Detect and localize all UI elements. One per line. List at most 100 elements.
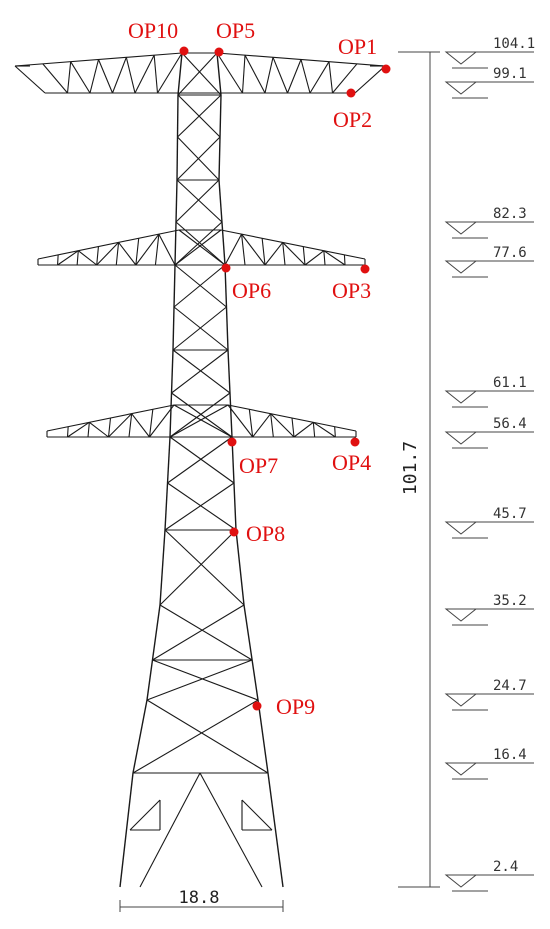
top-arm-web bbox=[332, 63, 358, 94]
crossarm-web bbox=[343, 254, 346, 266]
body-brace bbox=[175, 221, 226, 266]
observation-point-label: OP5 bbox=[216, 18, 255, 43]
base-brace bbox=[129, 799, 161, 831]
observation-point-label: OP9 bbox=[276, 694, 315, 719]
body-brace bbox=[146, 659, 253, 701]
body-brace bbox=[176, 136, 221, 181]
observation-point-label: OP8 bbox=[246, 521, 285, 546]
body-brace bbox=[174, 264, 227, 308]
crossarm-core-brace bbox=[178, 229, 226, 266]
elevation-label: 24.7 bbox=[493, 678, 527, 694]
top-arm-web bbox=[300, 59, 311, 94]
body-brace bbox=[174, 221, 223, 266]
body-brace bbox=[169, 392, 231, 438]
crossarm-web bbox=[248, 409, 254, 438]
body-brace bbox=[177, 94, 222, 138]
elevation-label: 16.4 bbox=[493, 747, 527, 763]
body-brace bbox=[175, 179, 220, 223]
crossarm-web bbox=[264, 242, 284, 266]
body-brace bbox=[164, 482, 235, 531]
observation-point-label: OP6 bbox=[232, 278, 271, 303]
observation-point-marker bbox=[360, 264, 370, 274]
crossarm-web bbox=[96, 242, 119, 266]
tower-leg-left bbox=[132, 699, 148, 774]
top-arm-tip bbox=[354, 65, 386, 94]
observation-point-marker bbox=[346, 88, 356, 98]
observation-point-label: OP3 bbox=[332, 278, 371, 303]
top-arm-web bbox=[153, 55, 159, 94]
crossarm-web bbox=[115, 242, 120, 266]
observation-point-marker bbox=[227, 437, 237, 447]
body-brace bbox=[177, 52, 218, 96]
tower-leg-right bbox=[257, 699, 269, 774]
tower-leg-right bbox=[235, 529, 245, 606]
crossarm-web bbox=[158, 233, 176, 266]
crossarm-web bbox=[270, 413, 295, 438]
crossarm-web bbox=[270, 413, 274, 438]
crossarm-web bbox=[88, 421, 109, 438]
crossarm-web bbox=[67, 421, 90, 438]
elevation-label: 104.1 bbox=[493, 36, 535, 52]
elevation-marker-triangle bbox=[444, 608, 478, 622]
body-brace bbox=[171, 349, 229, 394]
body-brace bbox=[176, 179, 223, 223]
crossarm-web bbox=[57, 254, 59, 266]
body-brace bbox=[167, 482, 237, 531]
observation-point-marker bbox=[214, 47, 224, 57]
crossarm-core-brace bbox=[169, 404, 229, 438]
crossarm-web bbox=[108, 413, 133, 438]
elevation-scale: 104.199.182.377.661.156.445.735.224.716.… bbox=[119, 36, 535, 912]
elevation-marker-triangle bbox=[444, 221, 478, 235]
elevation-label: 35.2 bbox=[493, 593, 527, 609]
crossarm-web bbox=[66, 426, 69, 438]
body-brace bbox=[146, 699, 269, 774]
body-brace bbox=[132, 699, 259, 774]
body-brace bbox=[181, 52, 222, 96]
tower-leg-left bbox=[119, 772, 134, 888]
top-arm-web bbox=[125, 57, 136, 94]
crossarm-web bbox=[323, 250, 326, 266]
crossarm-web bbox=[304, 250, 325, 266]
observation-point-label: OP7 bbox=[239, 453, 278, 478]
crossarm-web bbox=[241, 233, 266, 266]
crossarm-web bbox=[128, 413, 133, 438]
crossarm-core-brace bbox=[173, 404, 233, 438]
crossarm-core-brace bbox=[174, 229, 222, 266]
body-brace bbox=[172, 306, 227, 351]
crossarm-web bbox=[87, 422, 90, 438]
body-brace bbox=[167, 436, 233, 484]
elevation-marker-triangle bbox=[444, 521, 478, 535]
crossarm-web bbox=[118, 242, 137, 266]
top-arm-web bbox=[42, 63, 68, 94]
top-arm-web bbox=[97, 59, 114, 94]
top-arm-web bbox=[70, 61, 91, 94]
elevation-marker-triangle bbox=[444, 260, 478, 274]
crossarm-web bbox=[154, 234, 160, 266]
elevation-marker-triangle bbox=[444, 874, 478, 888]
base-diagonal bbox=[199, 772, 263, 888]
top-arm-web bbox=[264, 57, 274, 94]
crossarm-web bbox=[77, 250, 98, 266]
observation-point-marker bbox=[381, 64, 391, 74]
tower-leg-right bbox=[243, 604, 259, 701]
elevation-marker-triangle bbox=[444, 51, 478, 65]
crossarm-web bbox=[323, 250, 346, 266]
crossarm-web bbox=[76, 250, 79, 266]
observation-point-marker bbox=[221, 263, 231, 273]
tower-leg-left bbox=[177, 52, 183, 96]
elevation-marker-triangle bbox=[444, 762, 478, 776]
elevation-label: 56.4 bbox=[493, 416, 527, 432]
top-arm-web bbox=[66, 61, 72, 94]
body-brace bbox=[172, 349, 231, 394]
tower-leg-left bbox=[159, 529, 166, 606]
elevation-label: 77.6 bbox=[493, 245, 527, 261]
body-brace bbox=[152, 604, 245, 661]
base-brace bbox=[241, 799, 273, 831]
elevation-label: 45.7 bbox=[493, 506, 527, 522]
body-brace bbox=[152, 659, 259, 701]
top-arm-web bbox=[111, 57, 127, 94]
crossarm-web bbox=[282, 242, 306, 266]
top-arm-web bbox=[216, 52, 243, 94]
crossarm-web bbox=[252, 413, 272, 438]
